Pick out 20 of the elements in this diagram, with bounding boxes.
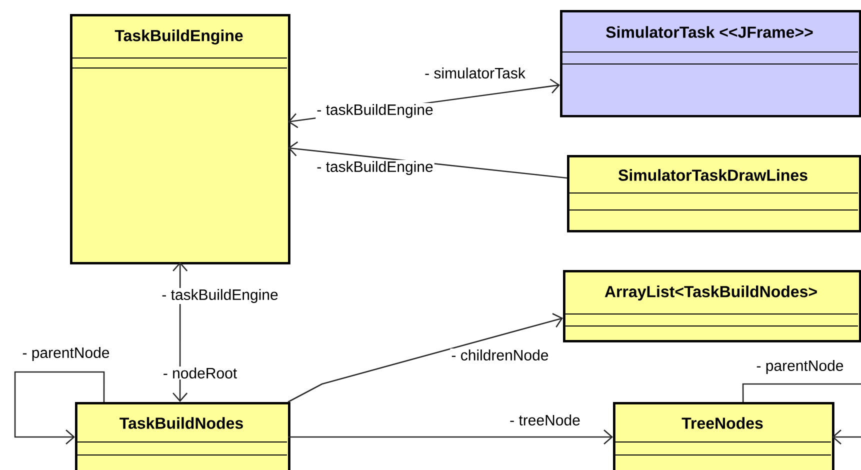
edge-label: - childrenNode bbox=[450, 348, 550, 362]
arrow bbox=[288, 313, 563, 403]
class-box: TaskBuildEngine bbox=[70, 14, 290, 264]
arrow bbox=[288, 141, 568, 179]
edge-label: - treeNode bbox=[508, 413, 582, 426]
role-label: - taskBuildEngine bbox=[160, 288, 280, 304]
class-box: SimulatorTaskDrawLines bbox=[567, 155, 861, 232]
role-label: - taskBuildEngine bbox=[316, 103, 434, 119]
class-box: ArrayList<TaskBuildNodes> bbox=[563, 270, 861, 342]
class-box: TaskBuildNodes bbox=[75, 402, 290, 470]
edge-label: - taskBuildEngine bbox=[316, 160, 434, 176]
class-box: TreeNodes bbox=[613, 402, 834, 470]
edge-label: - nodeRoot bbox=[162, 366, 238, 380]
edge-label: - parentNode bbox=[21, 346, 111, 362]
arrow bbox=[14, 371, 105, 444]
edge-label: - simulatorTask bbox=[424, 66, 526, 80]
class-box: SimulatorTask <<JFrame>> bbox=[560, 10, 861, 118]
arrow bbox=[288, 430, 613, 444]
arrow bbox=[742, 383, 861, 444]
edge-label: - parentNode bbox=[755, 359, 845, 375]
